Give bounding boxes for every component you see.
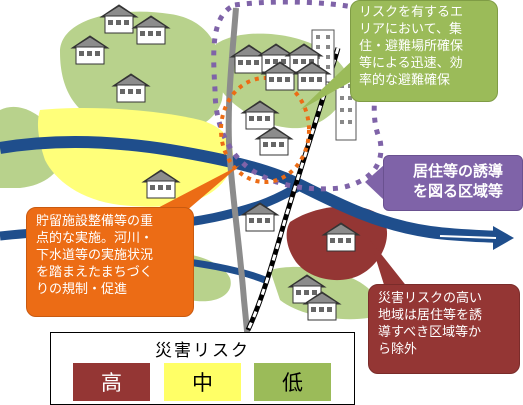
red-callout-pointer [370,240,408,288]
river [0,136,499,243]
callout-line: 下水道等の実施状況 [36,247,154,263]
callout-line: 住・避難場所確保 [359,38,464,54]
purple-callout: 居住等の誘導 を図る区域等 [383,155,523,211]
legend-title: 災害リスク [155,341,250,361]
callout-line: 地域は居住等を誘 [378,307,483,323]
house-icon [255,126,293,156]
low-risk-area-top [60,11,224,135]
river-arrowhead [493,226,514,250]
orange-callout-pointer [150,165,240,212]
house-icon [100,4,138,34]
legend-mid-risk: 中 [164,363,241,401]
orange-callout: 貯留施設整備等の重 点的な実施。河川・ 下水道等の実施状況 を踏まえたまちづく … [26,207,194,317]
red-callout: 災害リスクの高い 地域は居住等を誘 導すべき区域等か ら除外 [368,284,520,374]
road [225,7,253,366]
callout-line: リスクを有するエ [359,5,464,20]
legend-high-risk: 高 [73,363,150,401]
river-flow-line [439,235,497,239]
mid-risk-area [37,108,233,207]
callout-line: 率的な避難確保 [359,72,451,88]
callout-line: 貯留施設整備等の重 [36,214,154,229]
callout-line: を図る区域等 [412,181,503,200]
callout-line: 導すべき区域等か [378,324,482,340]
callout-line: りの規制・促進 [36,281,128,297]
callout-line: 災害リスクの高い [378,291,483,306]
callout-line: 等による迅速、効 [359,55,463,71]
callout-line: 居住等の誘導 [412,162,503,180]
green-callout: リスクを有するエ リアにおいて、集 住・避難場所確保 等による迅速、効 率的な避… [350,0,498,102]
legend-low-risk: 低 [254,363,331,401]
callout-line: を踏まえたまちづく [36,264,153,280]
callout-line: ら除外 [378,341,418,357]
callout-line: リアにおいて、集 [359,21,462,37]
induced-residence-area-boundary [211,0,389,192]
risk-legend: 災害リスク 高 中 低 [50,332,355,405]
focus-area-circle [219,76,311,184]
purple-callout-pointer [365,165,384,200]
railway-ties [246,47,340,331]
callout-line: 点的な実施。河川・ [36,230,154,246]
